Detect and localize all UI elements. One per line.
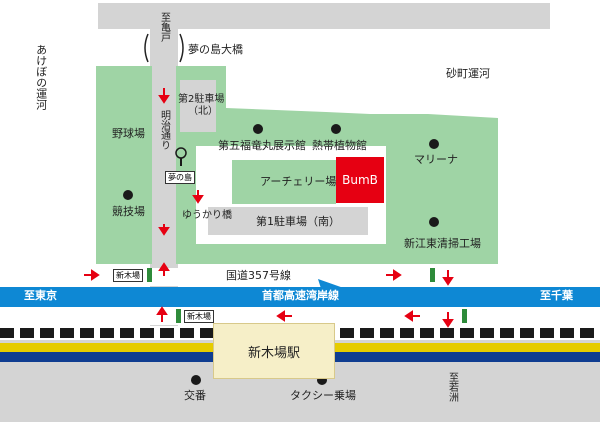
- shuto-expressway-label: 首都高速湾岸線: [262, 289, 339, 302]
- black-dot-icon: [123, 190, 133, 200]
- dir-chiba-label: 至千葉: [540, 289, 573, 302]
- shinkiba-cleaning-label: 新江東清掃工場: [404, 237, 481, 250]
- bridge-bracket-left: [144, 33, 149, 63]
- yumenoshima-bridge-label: 夢の島大橋: [188, 43, 243, 56]
- meiji-dori-label: 明治通り: [158, 110, 170, 150]
- route-357-label: 国道357号線: [226, 269, 291, 282]
- stadium-label: 競技場: [112, 205, 145, 218]
- bridge-bracket-right: [179, 33, 184, 63]
- tropical-garden-label: 熱帯植物館: [312, 139, 367, 152]
- black-dot-icon: [191, 375, 201, 385]
- route-357-road: [0, 268, 600, 286]
- dir-tokyo-label: 至東京: [24, 289, 57, 302]
- shinkiba-sign-top: 新木場: [113, 269, 143, 282]
- archery-field: [232, 160, 336, 204]
- traffic-signal-icon: [147, 268, 152, 282]
- sign-post-pole: [180, 158, 182, 166]
- baseball-label: 野球場: [112, 127, 145, 140]
- shinkiba-station: 新木場駅: [213, 323, 335, 379]
- akebono-canal-label: あけぼの運河: [34, 44, 48, 110]
- parking-1-label: 第1駐車場（南）: [256, 215, 340, 228]
- black-dot-icon: [253, 124, 263, 134]
- yumenoshima-sign: 夢の島: [165, 171, 195, 184]
- yukari-bridge-label: ゆうかり橋: [182, 210, 232, 221]
- parking-2-sub-label: （北）: [188, 106, 218, 117]
- black-dot-icon: [429, 139, 439, 149]
- dir-kameido-label: 至亀戸: [158, 12, 170, 42]
- traffic-signal-icon: [462, 309, 467, 323]
- marina-label: マリーナ: [414, 153, 458, 166]
- traffic-signal-icon: [176, 309, 181, 323]
- daigo-fukuryu-label: 第五福竜丸展示館: [218, 139, 306, 152]
- parking-2-label: 第2駐車場: [178, 94, 225, 105]
- taxi-label: タクシー乗場: [290, 389, 356, 402]
- black-dot-icon: [331, 124, 341, 134]
- sunamachi-canal-label: 砂町運河: [446, 67, 490, 80]
- archery-label: アーチェリー場: [260, 175, 337, 188]
- parking-2-lot: [180, 80, 216, 132]
- shuto-expressway: [0, 287, 600, 307]
- parking-1-lot: [208, 207, 368, 235]
- black-dot-icon: [429, 217, 439, 227]
- dir-wakasu-label: 至若洲: [446, 372, 458, 402]
- expressway-interchange: [318, 279, 372, 316]
- traffic-signal-icon: [430, 268, 435, 282]
- koban-label: 交番: [184, 389, 206, 402]
- shinkiba-sign-bottom: 新木場: [184, 310, 214, 323]
- red-arrow-icon: [84, 88, 454, 328]
- bumb-building: BumB: [336, 157, 384, 203]
